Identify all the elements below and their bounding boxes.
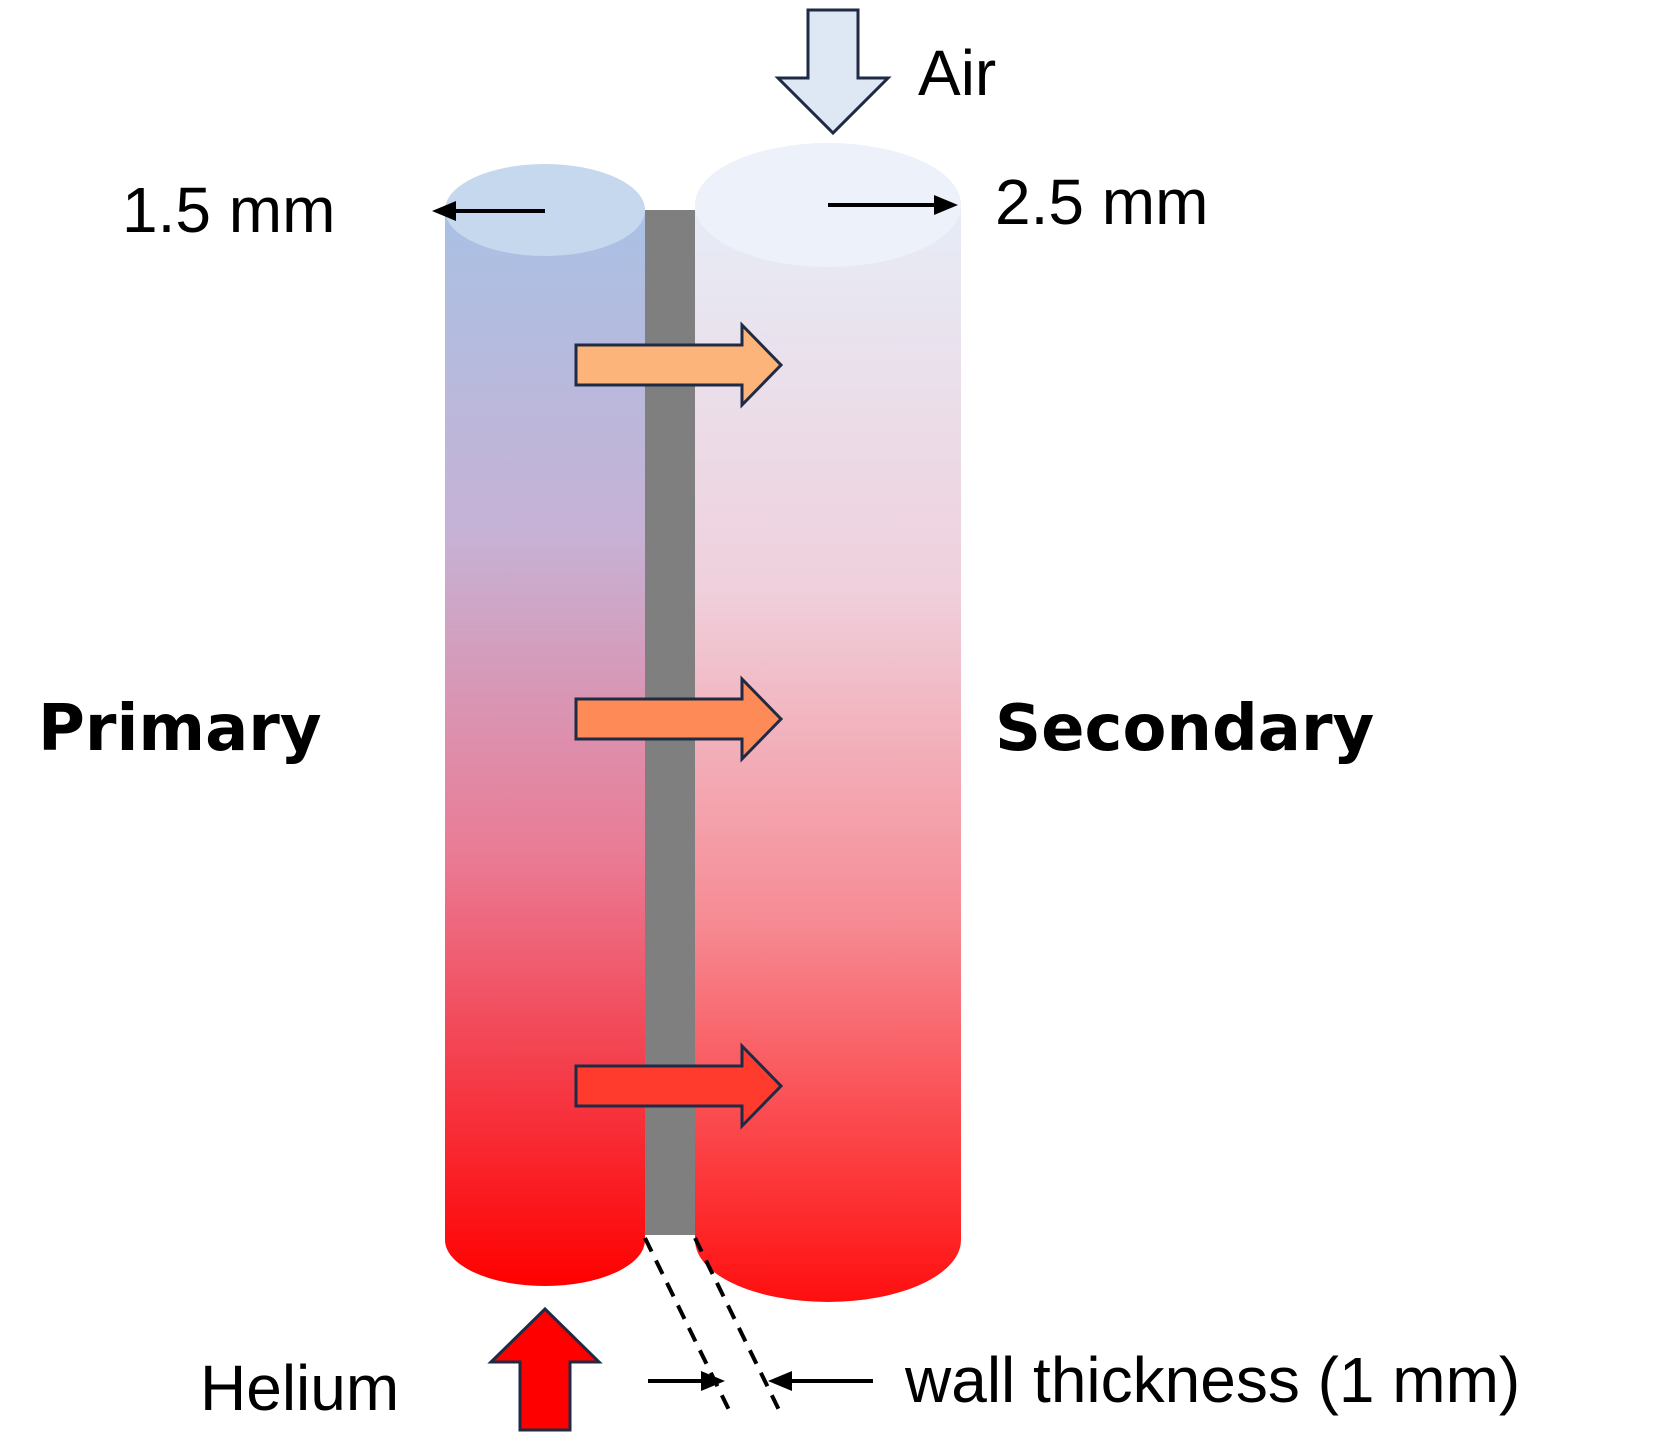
wall-thickness-label: wall thickness (1 mm) — [904, 1344, 1520, 1416]
air-inlet-arrow — [774, 8, 892, 136]
secondary-diameter-arrow — [828, 195, 958, 215]
helium-inlet-arrow — [487, 1306, 603, 1432]
secondary-label: Secondary — [995, 692, 1374, 766]
secondary-diameter-label: 2.5 mm — [995, 166, 1208, 238]
heat-arrow-bottom — [574, 1042, 784, 1130]
heat-arrow-top — [574, 321, 784, 409]
wall-thickness-left-arrow — [648, 1371, 725, 1391]
helium-label: Helium — [200, 1352, 399, 1424]
heat-arrow-middle — [574, 675, 784, 763]
wall-thickness-right-arrow — [768, 1371, 873, 1391]
primary-label: Primary — [38, 692, 322, 766]
air-label: Air — [918, 37, 996, 109]
heat-transfer-arrows — [574, 321, 784, 1130]
primary-diameter-arrow — [432, 201, 545, 221]
primary-diameter-label: 1.5 mm — [122, 174, 335, 246]
